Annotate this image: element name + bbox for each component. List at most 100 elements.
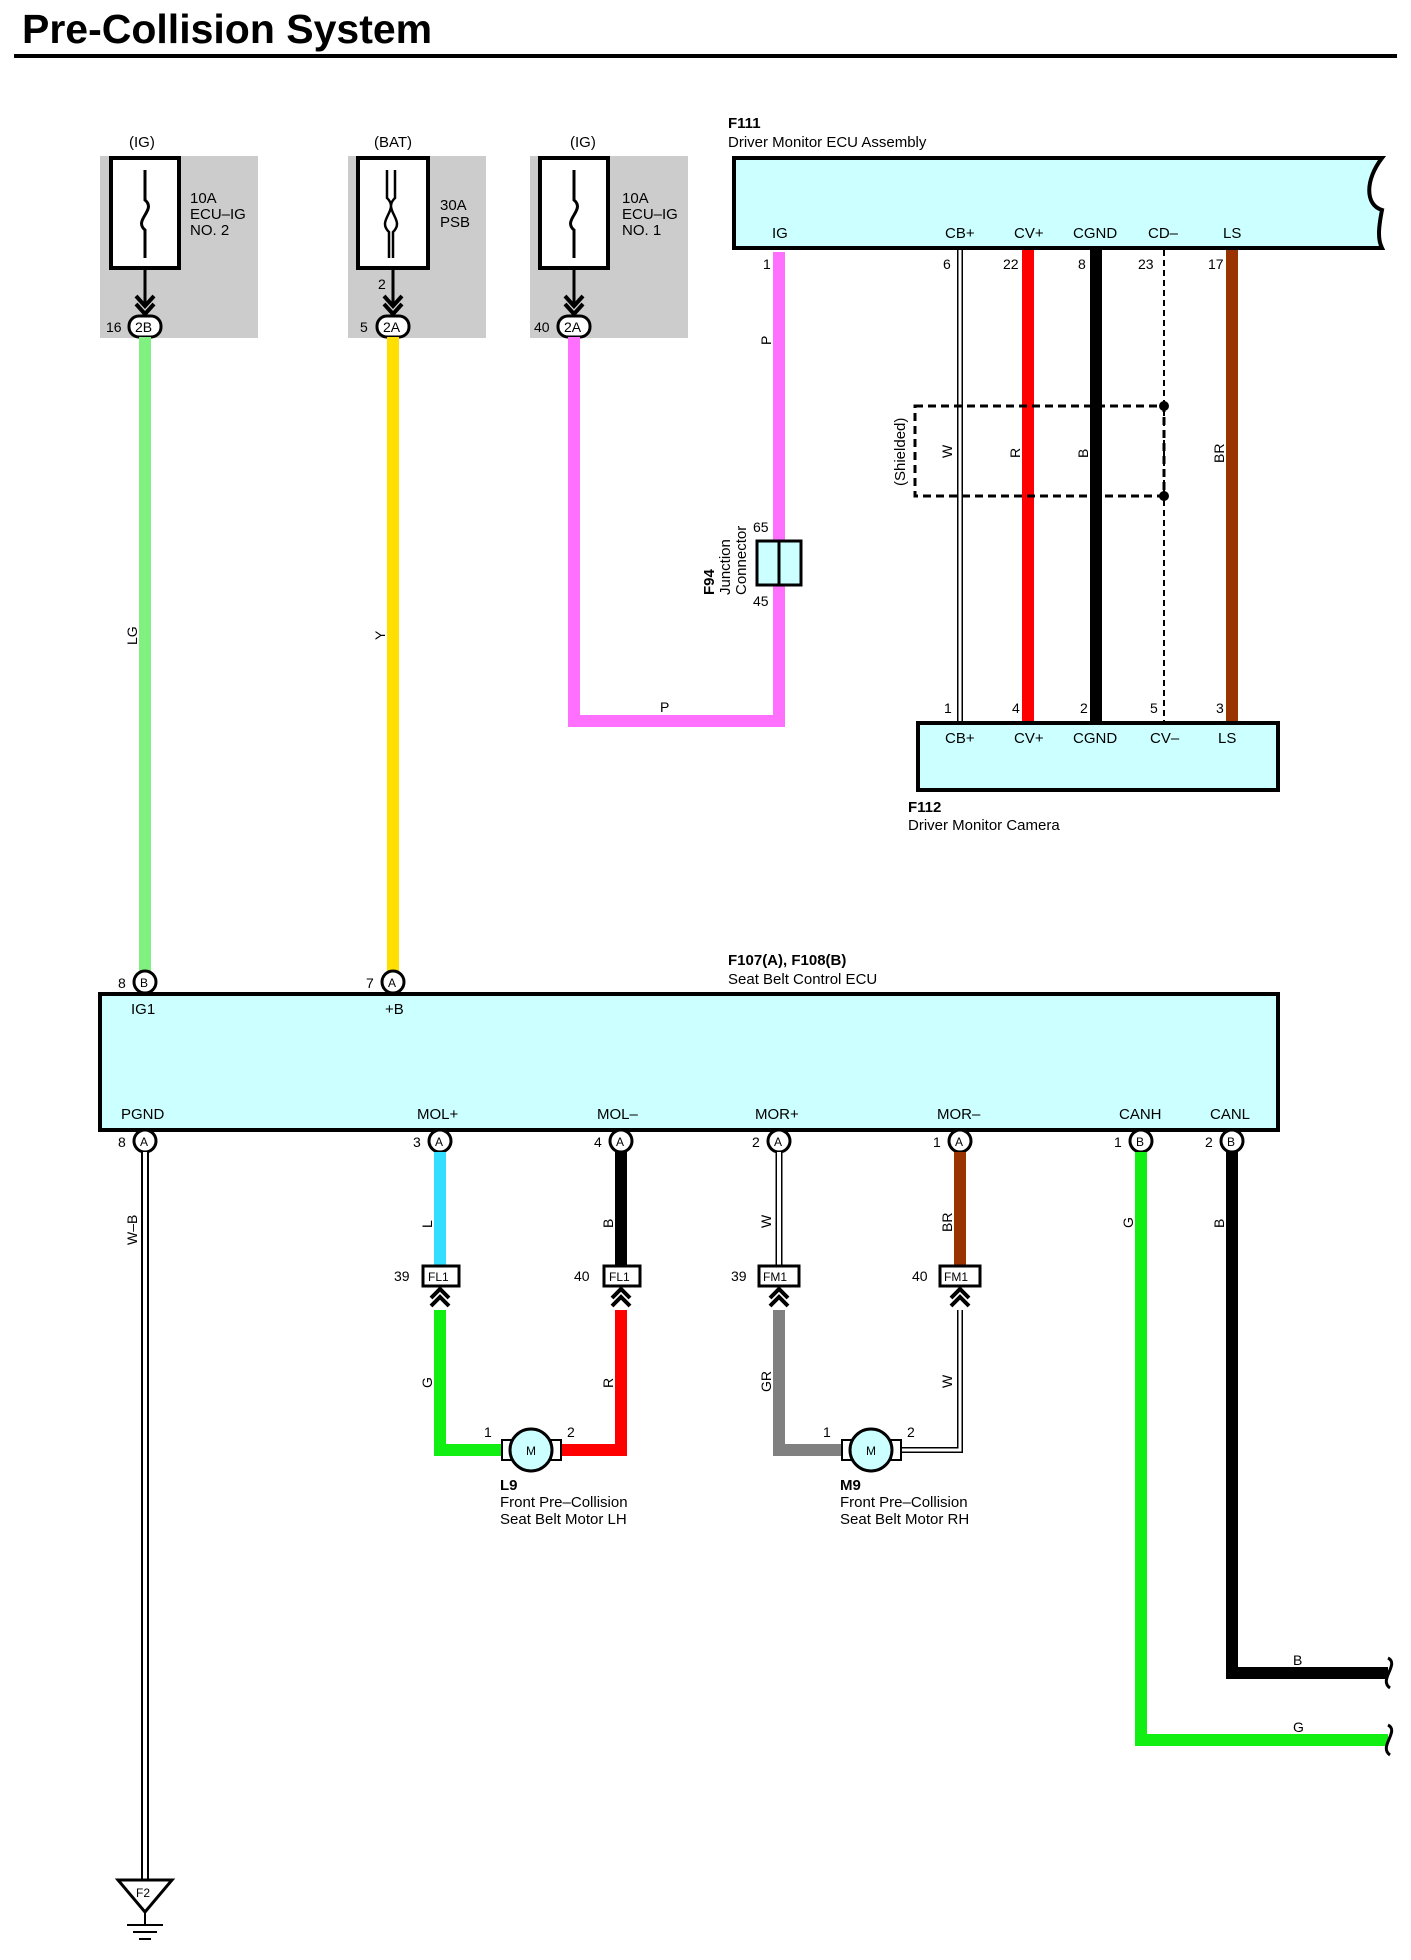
svg-text:4: 4 [1012,700,1020,716]
junction-connector-f94: 65 45 F94 Junction Connector [701,519,803,609]
svg-text:40: 40 [912,1268,928,1284]
svg-text:F112: F112 [908,799,941,816]
svg-text:M9: M9 [840,1477,861,1494]
wire-label-p1: P [758,336,774,345]
wire-label-b-out: B [1293,1652,1302,1668]
wire-label-gr-motor: GR [758,1371,774,1392]
svg-text:Junction: Junction [717,539,734,595]
wire-p [568,252,785,727]
svg-text:1: 1 [933,1134,941,1150]
svg-text:M: M [866,1444,876,1458]
terminal-cgnd: CGND [1073,730,1117,747]
seat-belt-motor-rh: 1 2 M M9 Front Pre–Collision Seat Belt M… [823,1424,969,1528]
svg-text:A: A [388,976,396,990]
fuse-ecu-ig-no2: (IG) 10A ECU–IG NO. 2 16 2B [100,134,258,339]
wire-g-motor [434,1310,502,1456]
svg-text:2A: 2A [564,319,582,335]
wire-gr-motor [773,1310,842,1456]
terminal-cvplus: CV+ [1014,225,1044,242]
inline-connector-fl1-39: 39 FL1 [394,1264,461,1308]
chevron-down-icon [134,294,156,309]
svg-text:3: 3 [1216,700,1224,716]
motor-icon [508,1427,554,1473]
terminal-cbplus: CB+ [945,225,975,242]
wire-label-br: BR [1211,444,1227,463]
svg-text:65: 65 [753,519,769,535]
wire-r-motor [560,1310,627,1456]
svg-text:FL1: FL1 [609,1270,630,1284]
motor-icon [848,1427,894,1473]
svg-text:2: 2 [378,276,386,292]
svg-text:22: 22 [1003,256,1019,272]
svg-text:Driver Monitor ECU Assembly: Driver Monitor ECU Assembly [728,134,927,151]
svg-text:PSB: PSB [440,214,470,231]
svg-text:Seat Belt Control ECU: Seat Belt Control ECU [728,971,877,988]
chevron-up-icon [768,1286,790,1308]
svg-text:L9: L9 [500,1477,518,1494]
svg-text:30A: 30A [440,197,467,214]
terminal-ls: LS [1223,225,1241,242]
svg-text:M: M [526,1444,536,1458]
svg-text:6: 6 [943,256,951,272]
fuse-source-label: (IG) [570,134,596,151]
shielded-label: (Shielded) [892,418,909,486]
svg-text:2: 2 [907,1424,915,1440]
svg-text:F107(A), F108(B): F107(A), F108(B) [728,952,846,969]
svg-text:Seat Belt Motor LH: Seat Belt Motor LH [500,1511,627,1528]
svg-text:Seat Belt Motor RH: Seat Belt Motor RH [840,1511,969,1528]
terminal-cbplus: CB+ [945,730,975,747]
svg-text:B: B [1227,1135,1235,1149]
terminal-ls: LS [1218,730,1236,747]
svg-text:2: 2 [567,1424,575,1440]
wire-break-icon [1384,1723,1394,1757]
wire-label-wb: W–B [124,1215,140,1245]
svg-text:10A: 10A [190,190,217,207]
chevron-up-icon [610,1286,632,1308]
ground-icon: F2 [114,1878,176,1940]
wire-label-p2: P [660,699,669,715]
wire-label-g-canh: G [1120,1217,1136,1228]
svg-text:F111: F111 [728,115,761,132]
svg-text:1: 1 [1114,1134,1122,1150]
wire-label-r-motor: R [600,1378,616,1388]
svg-text:40: 40 [574,1268,590,1284]
svg-text:A: A [955,1135,963,1149]
svg-text:B: B [1136,1135,1144,1149]
svg-text:39: 39 [394,1268,410,1284]
svg-text:MOL–: MOL– [597,1106,639,1123]
wire-break-icon [1384,1656,1394,1690]
wire-w-motor [902,1310,962,1452]
svg-text:7: 7 [366,975,374,991]
wire-g-canh [1135,1152,1388,1746]
svg-text:CANL: CANL [1210,1106,1250,1123]
svg-text:NO. 1: NO. 1 [622,222,661,239]
svg-text:1: 1 [944,700,952,716]
svg-text:FM1: FM1 [763,1270,787,1284]
svg-text:2: 2 [1205,1134,1213,1150]
wire-label-g-out: G [1293,1719,1304,1735]
svg-text:1: 1 [763,256,771,272]
wire-label-g-motor: G [419,1377,435,1388]
svg-text:4: 4 [594,1134,602,1150]
svg-text:A: A [435,1135,443,1149]
fuse-source-label: (BAT) [374,134,412,151]
svg-text:2: 2 [1080,700,1088,716]
seat-belt-motor-lh: 1 2 M L9 Front Pre–Collision Seat Belt M… [484,1424,628,1528]
svg-text:+B: +B [385,1001,404,1018]
chevron-down-icon [563,294,585,309]
svg-text:F2: F2 [136,1886,150,1900]
fuse-ecu-ig-no1: (IG) 10A ECU–IG NO. 1 40 2A [530,134,688,339]
fuse-icon [140,170,150,258]
shield-drain-dot [1159,401,1169,411]
svg-text:B: B [140,976,148,990]
svg-text:IG1: IG1 [131,1001,155,1018]
seat-belt-control-ecu: F107(A), F108(B) Seat Belt Control ECU 8… [98,952,1280,1154]
fuse-icon [383,170,399,258]
shield-box [913,404,1166,498]
wire-label-w-mor: W [758,1214,774,1228]
wire-label-b: B [1075,449,1091,458]
inline-connector-fl1-40: 40 FL1 [574,1264,642,1308]
svg-text:F94: F94 [701,568,718,595]
wire-label-b-canl: B [1211,1219,1227,1228]
svg-text:8: 8 [118,975,126,991]
